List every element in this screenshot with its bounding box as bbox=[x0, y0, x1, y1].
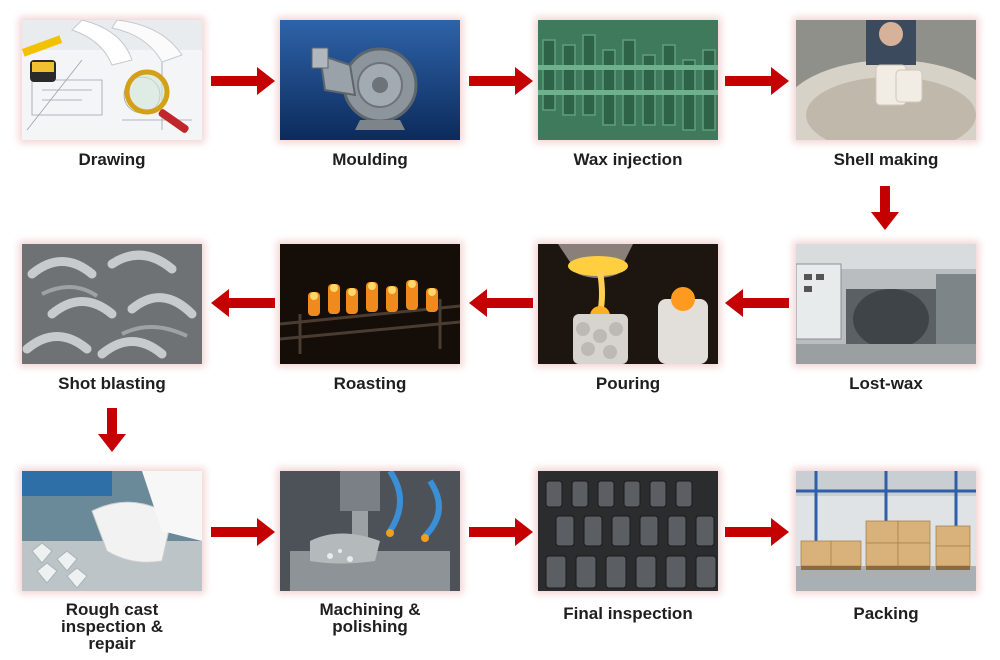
step-label: Shot blasting bbox=[58, 374, 166, 393]
step-label: Lost-wax bbox=[849, 374, 923, 393]
arrow-right bbox=[725, 518, 789, 546]
step-final-inspection: Final inspection bbox=[538, 471, 718, 622]
drawing-photo bbox=[22, 20, 202, 140]
mould-photo bbox=[280, 20, 460, 140]
arrow-right bbox=[211, 67, 275, 95]
step-rough-cast-inspection: Rough cast inspection & repair bbox=[22, 471, 202, 652]
step-label: Pouring bbox=[595, 374, 661, 393]
step-roasting: Roasting bbox=[280, 244, 460, 392]
arrow-right bbox=[211, 518, 275, 546]
inspection-photo bbox=[22, 471, 202, 591]
machining-photo bbox=[280, 471, 460, 591]
roasting-photo bbox=[280, 244, 460, 364]
wax-photo bbox=[538, 20, 718, 140]
arrow-down bbox=[98, 408, 126, 452]
step-label: Shell making bbox=[833, 150, 939, 169]
packing-photo bbox=[796, 471, 976, 591]
step-label: Drawing bbox=[78, 150, 146, 169]
step-lost-wax: Lost-wax bbox=[796, 244, 976, 392]
step-label: Machining & polishing bbox=[319, 600, 421, 636]
pouring-photo bbox=[538, 244, 718, 364]
arrow-right bbox=[725, 67, 789, 95]
arrow-down bbox=[871, 186, 899, 230]
blasting-photo bbox=[22, 244, 202, 364]
step-pouring: Pouring bbox=[538, 244, 718, 392]
step-shell-making: Shell making bbox=[796, 20, 976, 168]
final-photo bbox=[538, 471, 718, 591]
arrow-left bbox=[469, 289, 533, 317]
step-packing: Packing bbox=[796, 471, 976, 622]
step-shot-blasting: Shot blasting bbox=[22, 244, 202, 392]
step-moulding: Moulding bbox=[280, 20, 460, 168]
shell-photo bbox=[796, 20, 976, 140]
arrow-right bbox=[469, 518, 533, 546]
arrow-left bbox=[211, 289, 275, 317]
step-label: Roasting bbox=[333, 374, 407, 393]
step-wax-injection: Wax injection bbox=[538, 20, 718, 168]
step-label: Wax injection bbox=[573, 150, 683, 169]
step-label: Packing bbox=[853, 604, 919, 623]
step-label: Final inspection bbox=[563, 604, 693, 623]
arrow-right bbox=[469, 67, 533, 95]
arrow-left bbox=[725, 289, 789, 317]
step-label: Rough cast inspection & repair bbox=[60, 600, 163, 653]
step-label: Moulding bbox=[332, 150, 408, 169]
step-drawing: Drawing bbox=[22, 20, 202, 168]
furnace-photo bbox=[796, 244, 976, 364]
step-machining-polishing: Machining & polishing bbox=[280, 471, 460, 635]
